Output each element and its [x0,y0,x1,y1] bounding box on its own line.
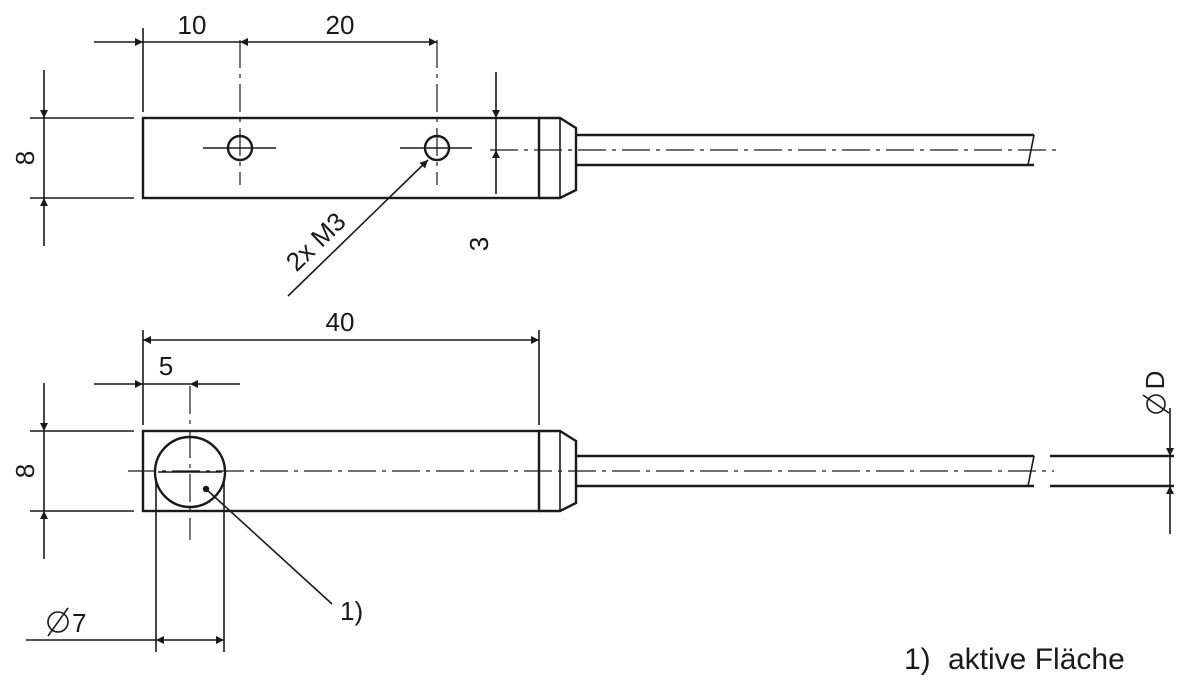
diameter-icon [47,607,69,637]
diameter-icon-d [1142,394,1170,414]
mounting-hole-2 [400,40,472,185]
top-cable-gland [539,116,578,200]
side-cable-gland [539,429,578,513]
dim-3-label: 3 [464,237,494,251]
dim-40-label: 40 [326,307,355,337]
dim-5-label: 5 [159,351,173,381]
mounting-hole-1 [203,40,276,185]
callout-marker: 1) [340,596,363,626]
thread-label: 2x M3 [280,206,352,277]
legend-marker: 1) [904,643,931,676]
dim-8-bottom-label: 8 [10,464,40,478]
legend: 1) aktive Fläche [904,643,1125,676]
callout-leader [205,488,333,605]
dim-D-label: D [1140,371,1170,390]
thread-leader [287,159,429,297]
dim-7-label: 7 [72,608,86,638]
top-view: 10 20 8 3 2x M3 [10,10,1058,297]
dim-10-label: 10 [178,10,207,40]
side-view: 1) 40 5 8 7 [10,307,1174,652]
legend-text: aktive Fläche [948,643,1125,676]
dim-8-top-label: 8 [10,151,40,165]
top-body [141,116,541,200]
dim-20-label: 20 [326,10,355,40]
